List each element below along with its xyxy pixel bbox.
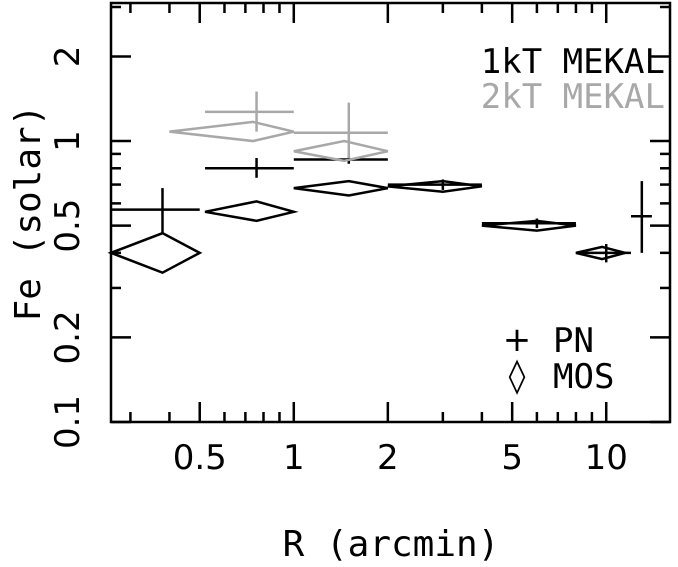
x-tick-label: 1 — [283, 438, 305, 478]
mos-data-point — [293, 179, 389, 197]
mos-data-point — [575, 245, 631, 261]
x-tick-label: 5 — [501, 438, 523, 478]
pn-data-point — [111, 188, 200, 234]
y-tick-label: 2 — [48, 46, 88, 68]
mos-data-point — [481, 219, 577, 232]
model-label-2kt: 2kT MEKAL — [481, 77, 665, 117]
model-label-1kt: 1kT MEKAL — [481, 42, 665, 82]
y-tick-label: 0.5 — [48, 199, 88, 253]
x-tick-label: 10 — [585, 438, 628, 478]
pn-data-point — [205, 158, 294, 178]
data-marks — [107, 91, 652, 275]
legend-mos-label: MOS — [553, 357, 614, 397]
mos-data-point — [169, 120, 295, 143]
y-tick-label: 1 — [48, 130, 88, 152]
legend-mos-symbol: ◊ — [509, 356, 526, 396]
x-tick-label: 2 — [377, 438, 399, 478]
mos-data-point — [204, 200, 299, 223]
legend-pn-label: PN — [553, 321, 594, 361]
axis-ticks — [111, 3, 670, 424]
plot-frame — [109, 1, 672, 424]
x-axis-title: R (arcmin) — [283, 524, 500, 565]
y-tick-labels: 0.1 0.2 0.5 1 2 — [48, 46, 88, 449]
legend-pn-symbol: + — [503, 320, 532, 360]
pn-data-point — [205, 91, 294, 132]
y-tick-label: 0.1 — [48, 395, 88, 449]
pn-data-point — [630, 181, 652, 253]
mos-data-point — [293, 139, 389, 163]
mos-data-point — [387, 179, 483, 194]
mos-data-point — [107, 231, 203, 275]
y-tick-label: 0.2 — [48, 310, 88, 364]
x-tick-label: 0.5 — [173, 438, 227, 478]
x-tick-labels: 0.5 1 2 5 10 — [173, 438, 628, 478]
y-axis-title: Fe (solar) — [8, 105, 49, 322]
pn-data-point — [293, 102, 388, 159]
